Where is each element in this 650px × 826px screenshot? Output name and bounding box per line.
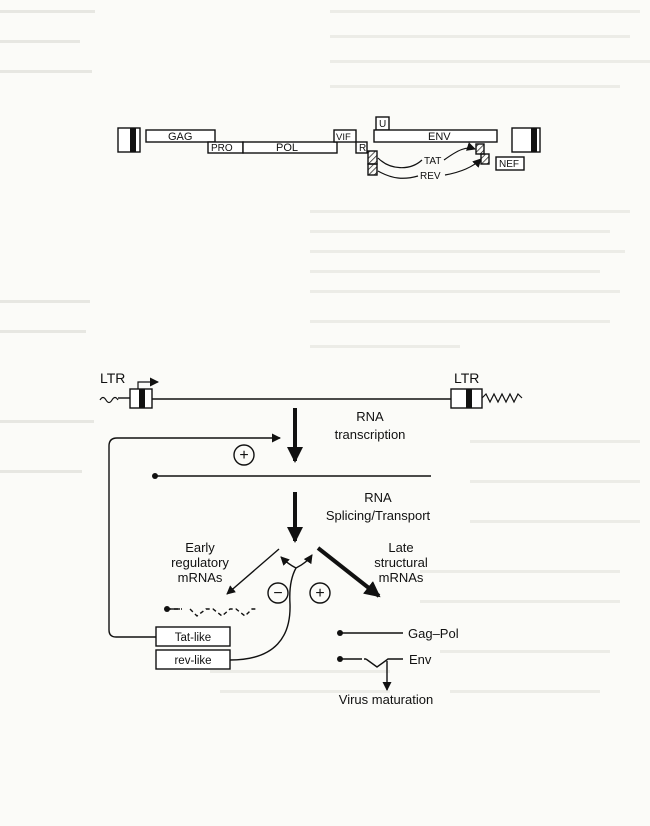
gene-label-tat: TAT [424, 156, 441, 167]
minus-sign: − [273, 585, 282, 602]
gene-env [373, 129, 498, 143]
regulation-labels: LTR LTR RNA transcription RNA Splicing/T… [100, 370, 479, 707]
env-mrna [337, 656, 403, 668]
plus-sign-bottom: + [315, 585, 324, 602]
genome-labels: GAG PRO POL VIF R U ENV TAT REV NEF [168, 119, 519, 182]
ltr-label-left: LTR [100, 370, 125, 386]
transcription-label-line2: transcription [335, 427, 406, 442]
gene-label-gag: GAG [168, 131, 192, 143]
rev-like-label: rev-like [174, 655, 211, 667]
tat-like-label: Tat-like [175, 632, 211, 644]
rev-regulation-loop [229, 567, 297, 661]
early-mrna [164, 606, 258, 617]
gene-label-pol: POL [276, 142, 298, 154]
late-label-line1: Late [388, 540, 413, 555]
tat-splice-arcs [377, 142, 476, 169]
genome-ltr-left [117, 127, 141, 153]
late-label-line3: mRNAs [379, 570, 424, 585]
gene-label-env: ENV [428, 131, 451, 143]
gag-pol-mrna [337, 630, 403, 636]
gene-pol [242, 141, 338, 154]
gene-label-u: U [379, 119, 386, 130]
primary-transcript [152, 473, 431, 479]
early-label-line2: regulatory [171, 555, 229, 570]
rev-plus-arrow [295, 554, 313, 569]
gene-label-vif: VIF [336, 132, 351, 143]
rev-splice-arcs [377, 158, 482, 179]
late-label-line2: structural [374, 555, 428, 570]
gene-label-pro: PRO [211, 143, 233, 154]
ltr-label-right: LTR [454, 370, 479, 386]
gene-label-rev: REV [420, 171, 441, 182]
early-label-line1: Early [185, 540, 215, 555]
plus-sign-circle-top [233, 444, 255, 466]
plus-sign-circle-bottom [309, 582, 331, 604]
genome-map [117, 116, 541, 179]
early-branch-arrow [226, 548, 280, 595]
rev-minus-arrow [280, 556, 297, 569]
gag-pol-label: Gag–Pol [408, 626, 459, 641]
gene-r [355, 141, 368, 154]
tat-feedback-loop [108, 433, 281, 638]
splicing-label-line2: Splicing/Transport [326, 508, 431, 523]
plus-sign-top: + [239, 447, 248, 464]
genome-ltr-right [511, 127, 541, 153]
regulation-diagram [99, 377, 523, 691]
early-label-line3: mRNAs [178, 570, 223, 585]
gene-label-nef: NEF [499, 159, 519, 170]
transcription-label-line1: RNA [356, 409, 384, 424]
gene-gag [145, 129, 216, 143]
bleed-through-background [0, 10, 650, 693]
virus-maturation-label: Virus maturation [339, 692, 433, 707]
late-branch-arrow [316, 546, 381, 598]
gene-nef [495, 156, 525, 171]
gene-label-r: R [359, 143, 366, 154]
provirus [99, 377, 523, 409]
gene-vif [333, 129, 357, 143]
minus-sign-circle [267, 582, 289, 604]
env-label: Env [409, 652, 432, 667]
splicing-label-line1: RNA [364, 490, 392, 505]
